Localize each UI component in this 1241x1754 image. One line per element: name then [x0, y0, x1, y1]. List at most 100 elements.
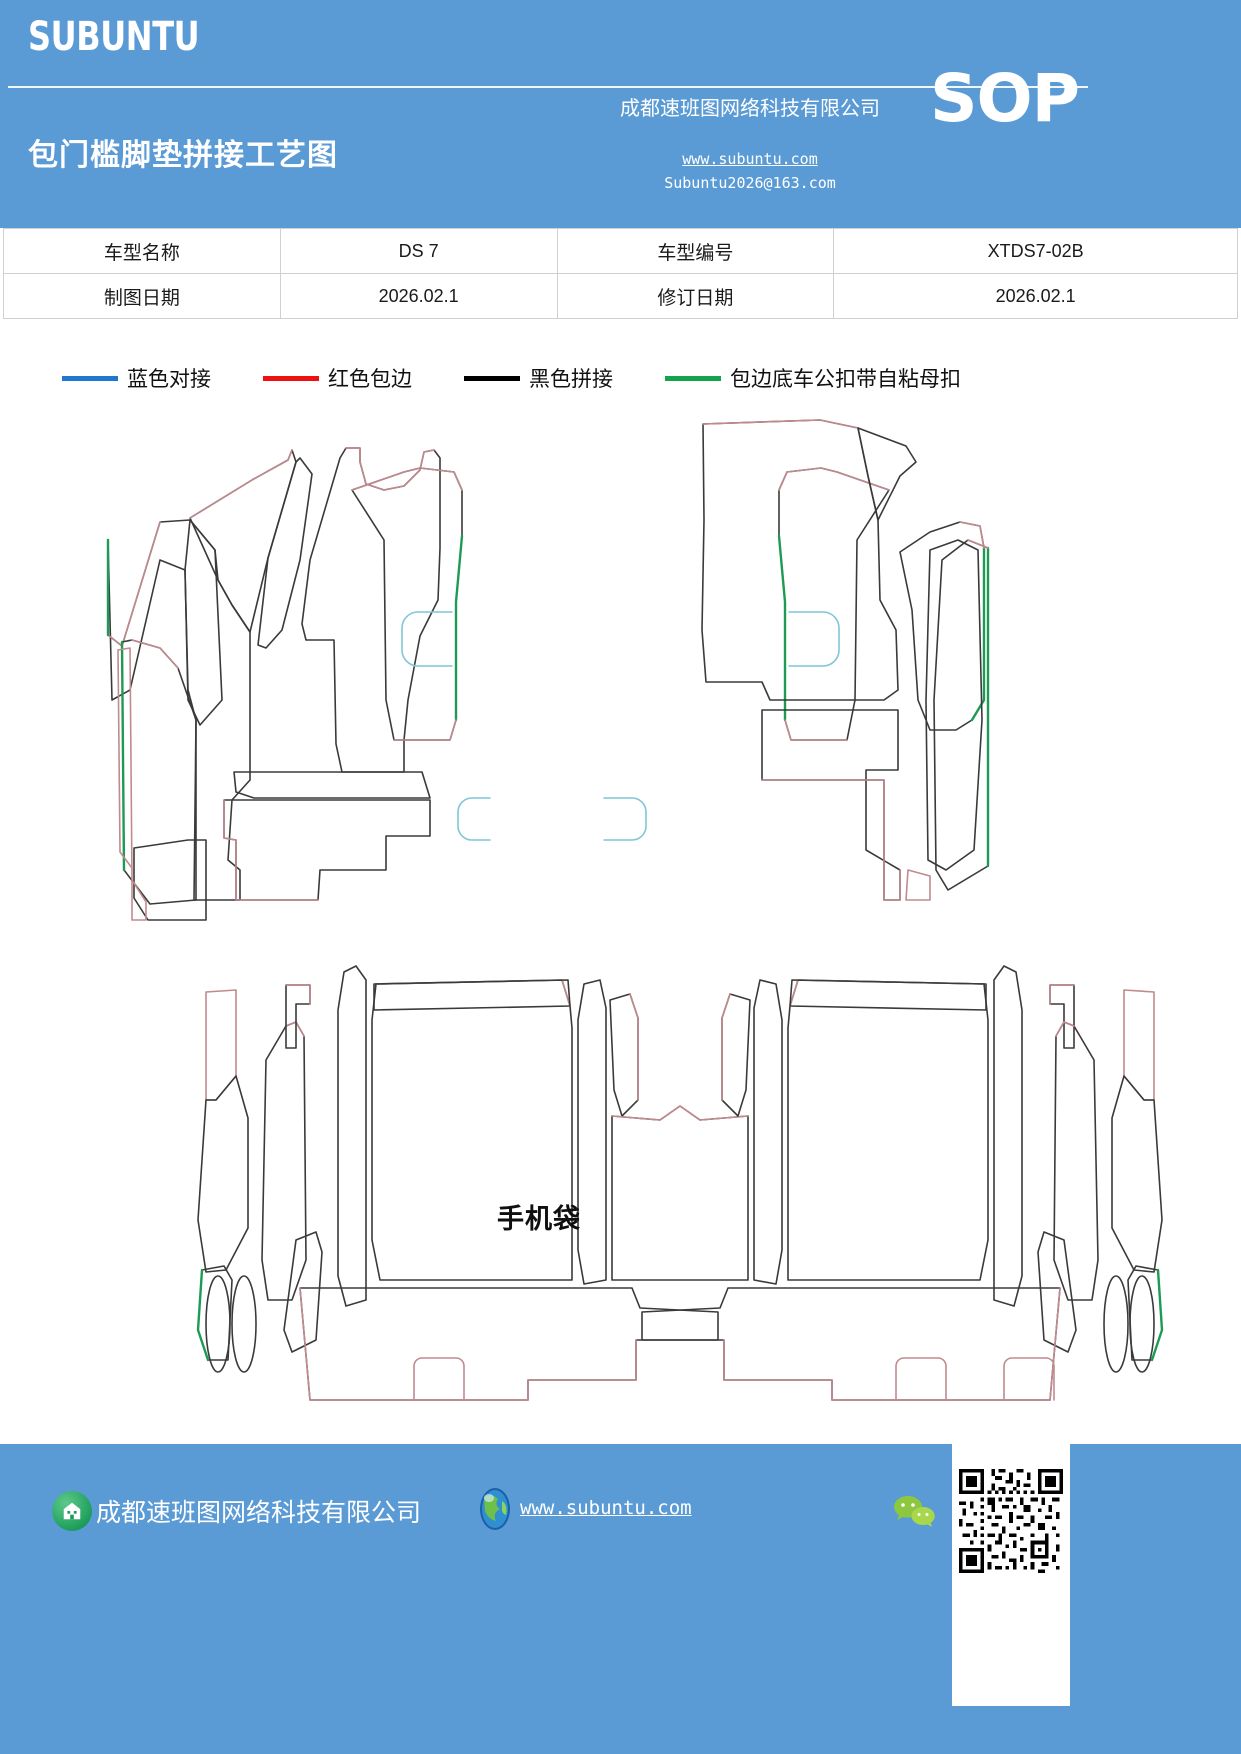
notch-centre-right-blue	[788, 611, 840, 667]
piece-centre-left-tunnel	[351, 467, 463, 741]
piece-rear-left-top-band	[373, 979, 571, 1011]
legend-swatch-blue	[62, 375, 118, 381]
edge-rear-centre-right-red	[721, 993, 731, 1101]
legend-label-red: 红色包边	[328, 367, 412, 391]
model-name-value: DS 7	[279, 228, 558, 274]
qr-code	[952, 1444, 1070, 1706]
edge-left-long-strip-red	[131, 639, 179, 669]
model-code-label: 车型编号	[556, 228, 835, 274]
piece-rear-lower-tray-left	[299, 1287, 719, 1401]
model-code-value: XTDS7-02B	[833, 228, 1238, 274]
header-divider	[8, 86, 1088, 88]
edge-centre-right-bottom-red	[784, 719, 848, 741]
pocket-outline-left	[457, 797, 491, 841]
vehicle-info-table: 车型名称 DS 7 车型编号 XTDS7-02B 制图日期 2026.02.1 …	[3, 228, 1238, 319]
piece-rear-right-sill-b	[1111, 1075, 1163, 1273]
piece-rear-centre-left-wedge	[609, 993, 639, 1117]
piece-rear-left-sill-b	[197, 1075, 249, 1273]
piece-passenger-upper-right	[857, 427, 917, 521]
notch-rear-lower-left	[413, 1357, 465, 1401]
legend-swatch-green	[665, 375, 721, 381]
header-email: Subuntu2026@163.com	[664, 174, 836, 192]
pocket-outline-right	[603, 797, 647, 841]
page-title: 包门槛脚垫拼接工艺图	[28, 139, 338, 172]
piece-rear-right-lower-wedge	[1037, 1231, 1077, 1353]
piece-passenger-right-tail	[905, 869, 931, 901]
edge-driver-upper-red	[189, 449, 293, 519]
edge-left-sill-red	[107, 521, 161, 647]
wechat-icon	[893, 1494, 937, 1534]
rear-row-mats	[196, 965, 1164, 1401]
header-company-name: 成都速班图网络科技有限公司	[620, 98, 880, 120]
piece-rear-centre-right-wedge	[721, 993, 751, 1117]
legend-item-black: 黑色拼接	[464, 363, 613, 393]
edge-rear-left-tab-red	[285, 984, 311, 1005]
edge-passenger-lower-red	[761, 779, 901, 901]
legend-item-blue: 蓝色对接	[62, 363, 211, 393]
footer-website-link[interactable]: www.subuntu.com	[520, 1497, 692, 1519]
revise-date-label: 修订日期	[556, 273, 835, 319]
edge-centre-left-green	[454, 534, 464, 722]
model-name-label: 车型名称	[3, 228, 281, 274]
piece-driver-bottom-tail	[117, 647, 147, 921]
piece-rear-right-left-column	[753, 979, 783, 1285]
legend: 蓝色对接 红色包边 黑色拼接 包边底车公扣带自粘母扣	[0, 356, 1241, 400]
edge-centre-left-bottom-red	[393, 719, 457, 741]
piece-right-hook-strip	[933, 539, 989, 891]
footer-company-name: 成都速班图网络科技有限公司	[96, 1500, 422, 1527]
page-header: SUBUNTU 包门槛脚垫拼接工艺图 成都速班图网络科技有限公司 SOP www…	[0, 0, 1241, 228]
piece-rear-right-sill	[1123, 989, 1155, 1101]
piece-rear-left-inner-column	[337, 965, 367, 1307]
legend-label-green: 包边底车公扣带自粘母扣	[730, 367, 961, 391]
piece-driver-bottom-strip	[133, 839, 207, 921]
notch-rear-lower-right-b	[1003, 1357, 1055, 1401]
piece-driver-lower-strip	[233, 771, 431, 799]
revise-date-value: 2026.02.1	[833, 273, 1238, 319]
edge-rear-centre-hump-red	[611, 1105, 749, 1121]
house-icon	[52, 1491, 92, 1531]
piece-rear-left-oval-b	[231, 1275, 257, 1373]
piece-rear-right-inner-column	[993, 965, 1023, 1307]
edge-left-long-strip-green	[120, 640, 126, 872]
table-row: 车型名称 DS 7 车型编号 XTDS7-02B	[3, 228, 1238, 274]
legend-label-blue: 蓝色对接	[127, 367, 211, 391]
legend-swatch-black	[464, 375, 520, 381]
edge-centre-right-red	[778, 467, 890, 491]
piece-rear-left-lower-wedge	[283, 1231, 323, 1353]
edge-rear-left-wedge-red	[285, 1021, 305, 1037]
piece-rear-left-tab	[285, 984, 311, 1049]
draw-date-value: 2026.02.1	[279, 273, 558, 319]
edge-rear-centre-left-red	[629, 993, 639, 1101]
notch-rear-lower-right-a	[895, 1357, 947, 1401]
notch-centre-left-blue	[401, 611, 453, 667]
globe-icon	[478, 1487, 512, 1531]
legend-item-red: 红色包边	[263, 363, 412, 393]
legend-item-green: 包边底车公扣带自粘母扣	[665, 363, 961, 393]
piece-passenger-main-mat	[701, 419, 899, 701]
piece-driver-upper-panel-2	[257, 457, 313, 649]
edge-centre-right-green	[777, 534, 787, 722]
piece-driver-upper-panel	[189, 449, 297, 633]
piece-rear-right-tab	[1049, 984, 1075, 1049]
brand-logo: SUBUNTU	[28, 14, 200, 60]
edge-centre-left-red	[351, 467, 463, 491]
sop-badge: SOP	[930, 60, 1080, 137]
piece-rear-left-sill	[205, 989, 237, 1101]
piece-rear-right-oval-b	[1103, 1275, 1129, 1373]
edge-rear-lower-tray-right-red	[723, 1287, 1061, 1401]
header-website-link[interactable]: www.subuntu.com	[682, 150, 818, 168]
piece-rear-right-top-band	[789, 979, 987, 1011]
pattern-svg	[106, 419, 1164, 1401]
piece-rear-left-oval-a	[205, 1275, 231, 1373]
piece-driver-main-mat	[301, 447, 441, 773]
legend-swatch-red	[263, 375, 319, 381]
piece-passenger-sill-column	[899, 521, 985, 731]
edge-passenger-sill-red	[959, 521, 985, 549]
mat-pattern-diagram: 手机袋	[0, 400, 1241, 1418]
piece-rear-right-wedge	[1053, 1021, 1099, 1301]
table-row: 制图日期 2026.02.1 修订日期 2026.02.1	[3, 273, 1238, 319]
front-row-mats	[106, 419, 990, 921]
piece-rear-centre-hump	[611, 1105, 749, 1281]
edge-right-hook-red	[967, 539, 989, 549]
edge-passenger-sill-green	[970, 546, 986, 722]
